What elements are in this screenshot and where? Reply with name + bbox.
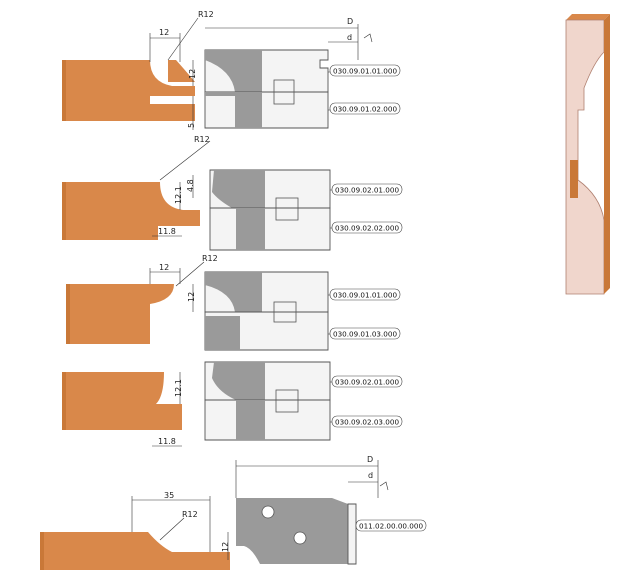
row-3-cutter-lower-tooth (205, 316, 240, 350)
row-3-keyway (273, 301, 297, 323)
row-1-code-1: 030.09.01.01.000 (333, 67, 397, 76)
row-1-wood-top (62, 60, 195, 82)
row-2-cutter-lower (209, 207, 331, 251)
row-1-dim-5: 5 (187, 123, 196, 128)
row-3-cutter-upper-tooth (205, 272, 262, 312)
row-3-code-2: 030.09.01.03.000 (333, 330, 397, 339)
row-2-code-2: 030.09.02.02.000 (335, 224, 399, 233)
row-3-code-1: 030.09.01.01.000 (333, 291, 397, 300)
row-5-dim-12: 12 (221, 542, 230, 552)
row-5-dim-d: d (368, 471, 373, 480)
row-1-cutter-upper-tooth (205, 50, 262, 92)
row-5-cutter-hole-2 (293, 531, 307, 545)
row-4-cutter-upper-tooth (212, 362, 265, 400)
profile-3d-top-face (566, 14, 610, 20)
row-1-dim-12-side: 12 (188, 69, 197, 79)
row-3-dim-12-side: 12 (187, 292, 196, 302)
row-3-wood-round (150, 284, 174, 304)
row-2-code-2-box (331, 221, 403, 234)
row-1-dim-D: D (347, 17, 353, 26)
row-3-wood-panel (66, 284, 150, 344)
row-2-cutter-upper-tooth (212, 170, 265, 208)
row-5-r12-leader (159, 517, 185, 541)
profile-3d-side-face (604, 14, 610, 294)
row-5-wood-edge (40, 532, 44, 570)
row-5-dim-35: 35 (164, 491, 174, 500)
row-4-keyway (275, 389, 299, 413)
row-3-dim-r12: R12 (202, 254, 218, 263)
profile-3d-view (565, 14, 610, 295)
row-4-code-1-box (331, 375, 403, 388)
row-2-dim-11-8: 11.8 (158, 227, 176, 236)
row-2-dim-r12: R12 (194, 135, 210, 144)
row-1-code-2: 030.09.01.02.000 (333, 105, 397, 114)
row-1-code-1-box (329, 64, 401, 77)
row-5-dim-r12: R12 (182, 510, 198, 519)
row-3-code-2-box (329, 327, 401, 340)
row-4-cutter-lower (204, 399, 331, 441)
row-2-cutter-lower-tooth (236, 208, 265, 250)
row-2-r12-leader (159, 140, 211, 181)
row-3-dim-12-top: 12 (159, 263, 169, 272)
row-5-code-1-box (355, 519, 427, 532)
row-2-wood-edge (62, 182, 66, 240)
row-4-code-1: 030.09.02.01.000 (335, 378, 399, 387)
row-1-dim-d: d (347, 33, 352, 42)
row-2-code-1: 030.09.02.01.000 (335, 186, 399, 195)
row-2-dim-12-1: 12.1 (174, 186, 183, 204)
row-1-dim-12-top: 12 (159, 28, 169, 37)
row-5-roughness-mark (379, 481, 389, 491)
row-3-code-1-box (329, 288, 401, 301)
row-4-code-2: 030.09.02.03.000 (335, 418, 399, 427)
row-5-cutter-hub (347, 503, 357, 565)
row-1-dim-r12: R12 (198, 10, 214, 19)
row-2-profile: R12 4.8 12.1 11.8 030.09.02.01.000 030.0… (62, 135, 403, 251)
row-2-wood-panel (62, 182, 200, 240)
row-5-wood-panel (40, 532, 230, 570)
row-2-code-1-box (331, 183, 403, 196)
row-4-cutter-lower-tooth (236, 400, 265, 440)
row-3-profile: 12 R12 12 030.09.01.01.000 030.09.01.03.… (66, 254, 401, 351)
profile-3d-face (565, 19, 605, 295)
row-1-r12-leader (167, 17, 199, 61)
row-5-code-1: 011.02.00.00.000 (359, 522, 423, 531)
row-5-cutter-hole-1 (261, 505, 275, 519)
row-2-dim-4-8: 4.8 (186, 179, 195, 192)
row-4-wood-edge (62, 372, 66, 430)
row-1-cutter-lower (204, 91, 329, 129)
row-1-code-2-box (329, 102, 401, 115)
row-2-keyway (275, 197, 299, 221)
row-3-r12-leader (175, 261, 205, 287)
row-4-wood-panel (62, 372, 182, 430)
row-5-dim-D: D (367, 455, 373, 464)
row-1-roughness-mark (363, 33, 373, 43)
row-4-dim-11-8: 11.8 (158, 437, 176, 446)
row-1-profile: 12 R12 12 5 D d 030.09.01.01.000 030.09.… (62, 10, 401, 130)
row-3-wood-edge (66, 284, 70, 344)
row-4-code-2-box (331, 415, 403, 428)
row-4-dim-12-1: 12.1 (174, 379, 183, 397)
row-4-profile: 12.1 11.8 030.09.02.01.000 030.09.02.03.… (62, 361, 403, 447)
row-1-wood-panel (62, 60, 195, 121)
row-5-cutter-blade (236, 498, 348, 564)
row-1-cutter-lower-tooth (205, 92, 262, 128)
row-1-keyway (273, 79, 295, 105)
row-1-wood-edge (62, 60, 66, 121)
row-5-profile: 35 R12 12 D d 011.02.00.00.000 (40, 455, 427, 570)
profile-3d-groove (570, 160, 578, 198)
